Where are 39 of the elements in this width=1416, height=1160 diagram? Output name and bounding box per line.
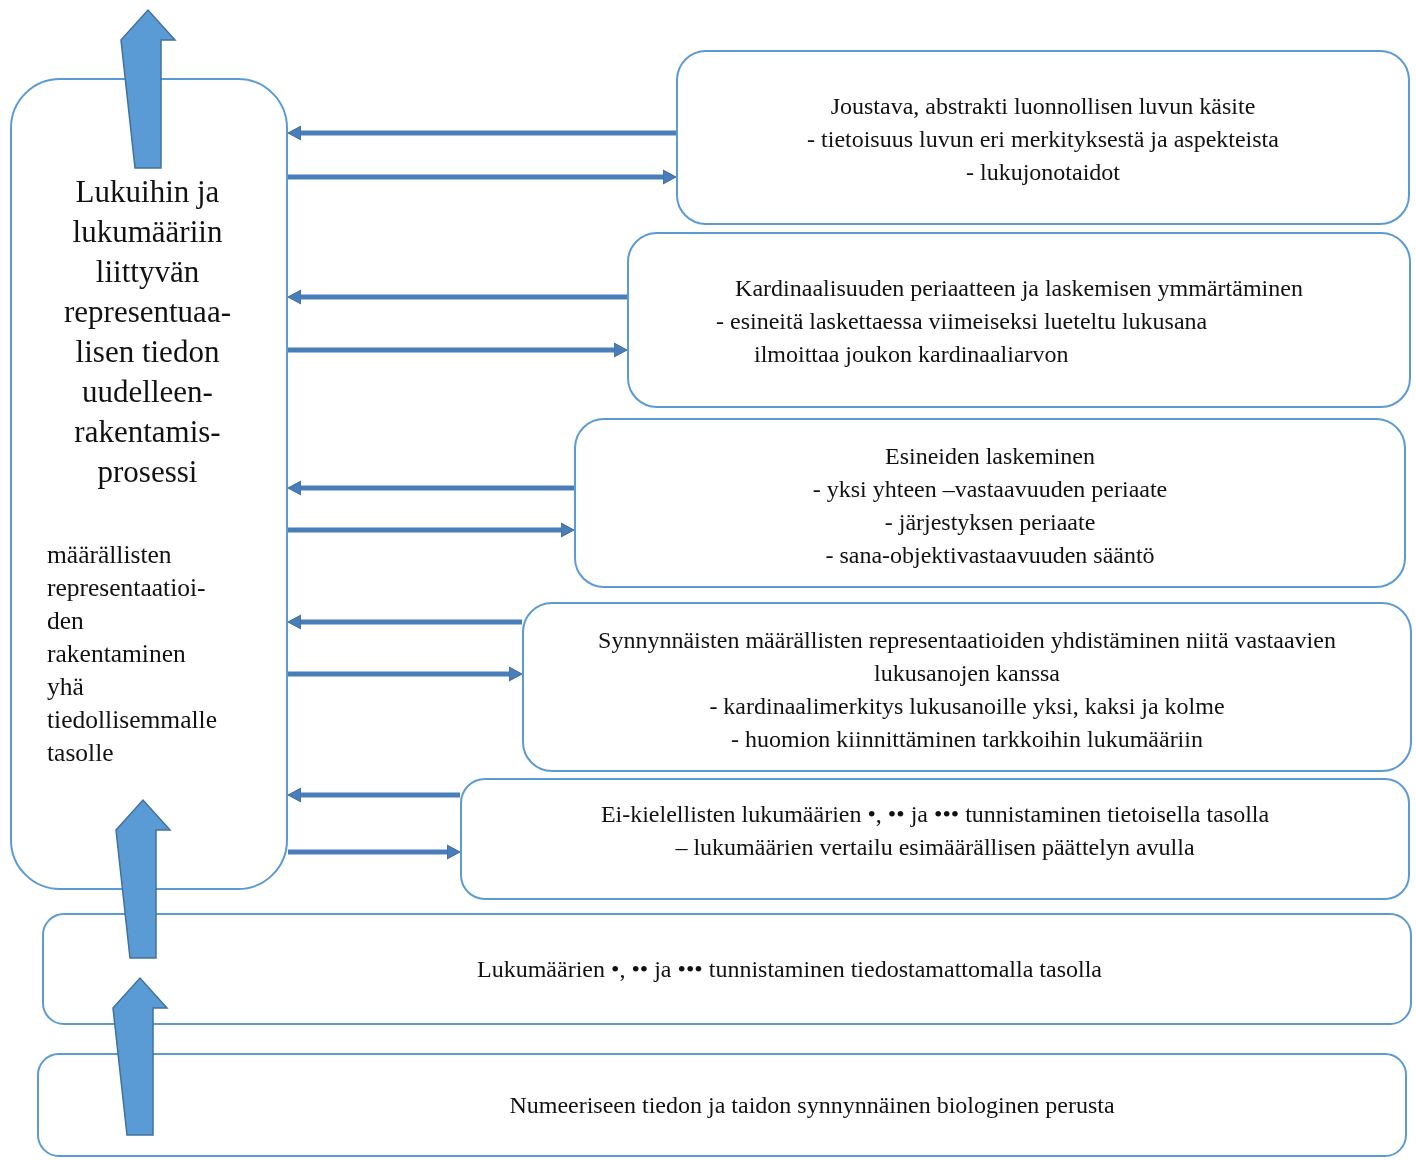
list-item-text: - esineitä laskettaessa viimeiseksi lueteltu lukusana ilmoittaa joukon kardinaaliarvon — [715, 307, 1209, 369]
rounded-box — [42, 913, 1412, 1025]
list-item-text: - yksi yhteen –vastaavuuden periaate — [811, 475, 1169, 504]
heading-text: Ei-kielellisten lukumäärien •, •• ja ••• tunnistaminen tietoisella tasolla — [599, 800, 1271, 829]
list-item-text: - tietoisuus luvun eri merkityksestä ja aspekteista — [806, 125, 1280, 154]
rounded-box — [460, 778, 1410, 900]
heading-text: Joustava, abstrakti luonnollisen luvun käsite — [829, 92, 1257, 121]
arrow — [288, 844, 461, 860]
arrow — [287, 614, 522, 630]
list-item-text: – lukumäärien vertailu esimäärällisen päättelyn avulla — [674, 833, 1196, 862]
block-arrow — [112, 976, 169, 1136]
rounded-box — [10, 78, 288, 890]
block-arrow — [120, 8, 177, 169]
heading-text: Kardinaalisuuden periaatteen ja laskemisen ymmärtäminen — [734, 274, 1304, 303]
arrow — [288, 666, 523, 682]
arrow — [288, 522, 575, 538]
heading-text: Synnynnäisten määrällisten representaatioiden yhdistäminen niitä vastaavien lukusanojen kanssa — [597, 626, 1337, 688]
arrow — [288, 342, 628, 358]
rounded-box — [627, 232, 1411, 408]
arrow — [287, 125, 676, 141]
rounded-box — [37, 1053, 1407, 1157]
arrow — [287, 787, 460, 803]
rounded-box — [574, 418, 1406, 588]
heading-text: Lukuihin ja lukumääriin liittyvän representuaa- lisen tiedon uudelleen- rakentamis- prosessi — [63, 173, 232, 491]
heading-text: Esineiden laskeminen — [884, 442, 1096, 471]
list-item-text: - lukujonotaidot — [965, 158, 1121, 187]
arrow — [288, 169, 677, 185]
arrow — [287, 289, 627, 305]
list-item-text: - huomion kiinnittäminen tarkkoihin lukumääriin — [730, 725, 1204, 754]
arrow — [287, 480, 574, 496]
description-text: määrällisten representaatioi- den rakentaminen yhä tiedollisemmalle tasolle — [46, 539, 218, 769]
list-item-text: - sana-objektivastaavuuden sääntö — [824, 541, 1156, 570]
heading-text: Numeeriseen tiedon ja taidon synnynnäinen biologinen perusta — [509, 1090, 1115, 1120]
list-item-text: - järjestyksen periaate — [883, 508, 1097, 537]
rounded-box — [522, 602, 1412, 772]
block-arrow — [115, 798, 172, 959]
heading-text: Lukumäärien •, •• ja ••• tunnistaminen tiedostamattomalla tasolla — [477, 954, 1102, 984]
rounded-box — [676, 50, 1410, 225]
list-item-text: - kardinaalimerkitys lukusanoille yksi, kaksi ja kolme — [708, 692, 1226, 721]
